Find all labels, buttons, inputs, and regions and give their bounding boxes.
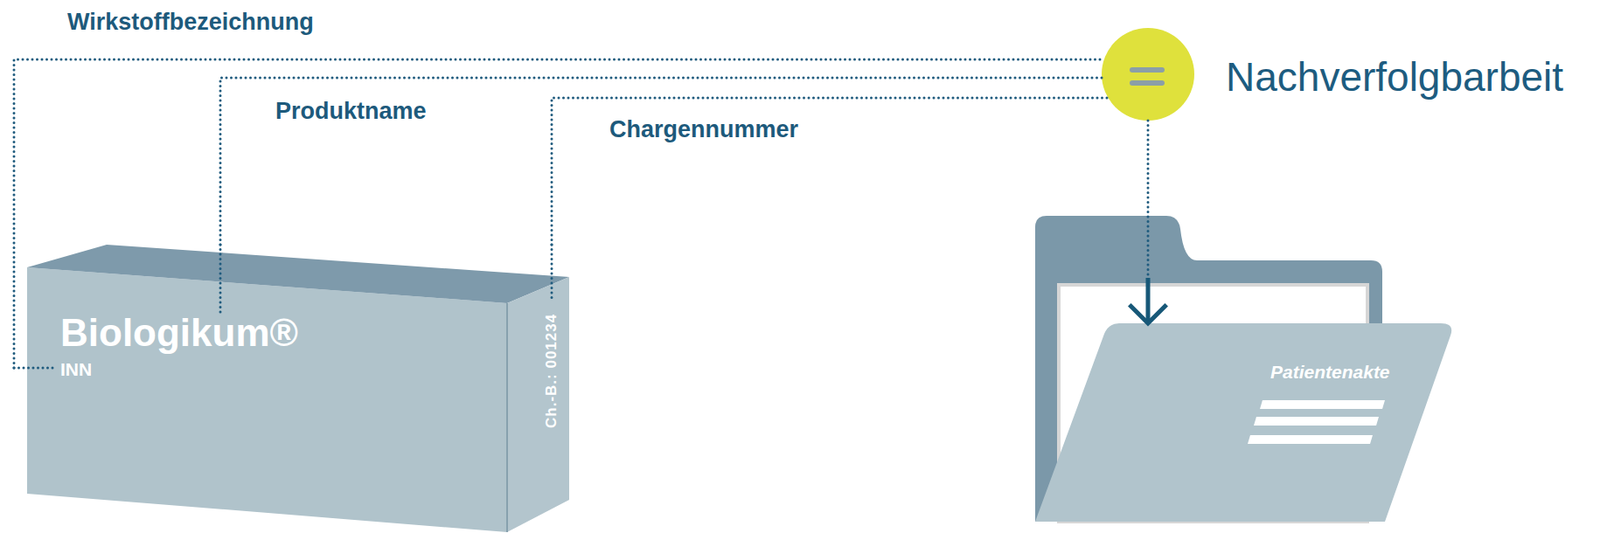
dotted-connector — [551, 97, 1108, 245]
connector-label: Wirkstoffbezeichnung — [67, 10, 314, 35]
traceability-heading: Nachverfolgbarbeit — [1225, 56, 1564, 98]
dotted-connector — [1129, 120, 1167, 324]
connector-label: Chargennummer — [609, 118, 799, 142]
node-outline — [1101, 27, 1195, 121]
equals-bar — [1129, 67, 1165, 73]
connector-path — [551, 97, 1108, 245]
package-edge — [506, 303, 508, 533]
package-side — [507, 277, 570, 533]
arrow-head — [1129, 305, 1167, 324]
connector-label: Produktname — [275, 99, 427, 124]
package-top — [27, 244, 570, 304]
folder-label: Patientenakte — [1270, 362, 1391, 382]
node-outline — [1035, 323, 1452, 522]
folder-front — [1035, 323, 1452, 522]
document-line — [1259, 400, 1385, 410]
dotted-connector — [220, 77, 1102, 245]
patient-record-folder: Patientenakte — [1035, 323, 1452, 522]
equals-circle — [1101, 27, 1195, 121]
leader-line — [13, 367, 55, 370]
product-name: Biologikum® — [60, 313, 299, 353]
equals-node: Nachverfolgbarbeit — [1101, 27, 1195, 121]
medicine-package: Biologikum® INN Ch.-B.: 001234 — [13, 244, 574, 533]
document-line — [1247, 435, 1373, 445]
dotted-connector — [13, 59, 1105, 369]
package-front — [27, 267, 508, 533]
node-outline — [13, 244, 574, 533]
inn-label: INN — [60, 360, 92, 379]
connector-path — [1147, 120, 1150, 324]
leader-line — [550, 244, 554, 300]
arrow-shaft — [1146, 278, 1151, 324]
batch-number: Ch.-B.: 001234 — [543, 313, 559, 429]
connector-path — [220, 77, 1102, 245]
equals-bar — [1129, 80, 1165, 86]
connector-path — [13, 59, 1105, 369]
leader-line — [219, 244, 223, 314]
document-line — [1253, 417, 1379, 426]
